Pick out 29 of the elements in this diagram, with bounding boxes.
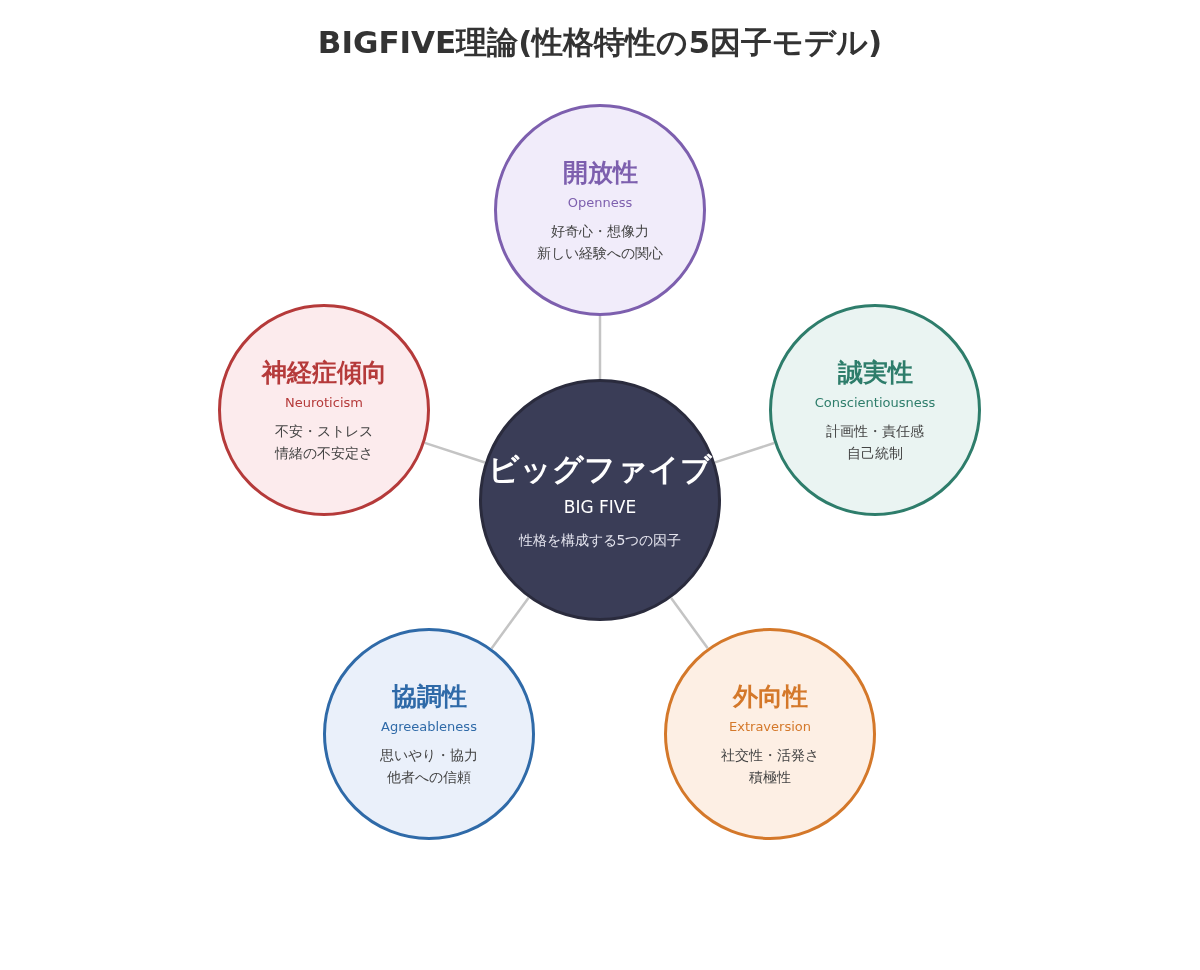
heading: ビッグファイブ xyxy=(488,450,712,489)
heading: 誠実性 xyxy=(837,357,913,389)
description: 性格を構成する5つの因子 xyxy=(518,531,682,550)
heading: 協調性 xyxy=(391,681,467,713)
description: 不安・ストレス xyxy=(275,422,373,441)
subtitle: BIG FIVE xyxy=(563,497,637,517)
connector-line xyxy=(490,596,530,650)
title: BIGFIVE理論(性格特性の5因子モデル) xyxy=(317,24,883,60)
description: 社交性・活発さ xyxy=(721,746,819,765)
subtitle: Agreeableness xyxy=(381,719,477,734)
connector-line xyxy=(714,441,775,464)
heading: 開放性 xyxy=(562,157,638,189)
description: 計画性・責任感 xyxy=(826,422,924,441)
connector-line xyxy=(424,441,486,464)
description: 自己統制 xyxy=(847,444,903,463)
heading: 神経症傾向 xyxy=(261,357,387,389)
connector-line xyxy=(598,316,602,379)
heading: 外向性 xyxy=(732,681,808,713)
description: 思いやり・協力 xyxy=(380,746,478,765)
description: 情緒の不安定さ xyxy=(275,444,373,463)
subtitle: Conscientiousness xyxy=(814,395,936,410)
description: 他者への信頼 xyxy=(387,768,471,787)
description: 新しい経験への関心 xyxy=(537,244,663,263)
connector-line xyxy=(670,597,709,649)
description: 積極性 xyxy=(749,768,791,787)
subtitle: Neuroticism xyxy=(285,395,363,410)
subtitle: Openness xyxy=(567,195,633,210)
subtitle: Extraversion xyxy=(729,719,811,734)
description: 好奇心・想像力 xyxy=(551,222,649,241)
